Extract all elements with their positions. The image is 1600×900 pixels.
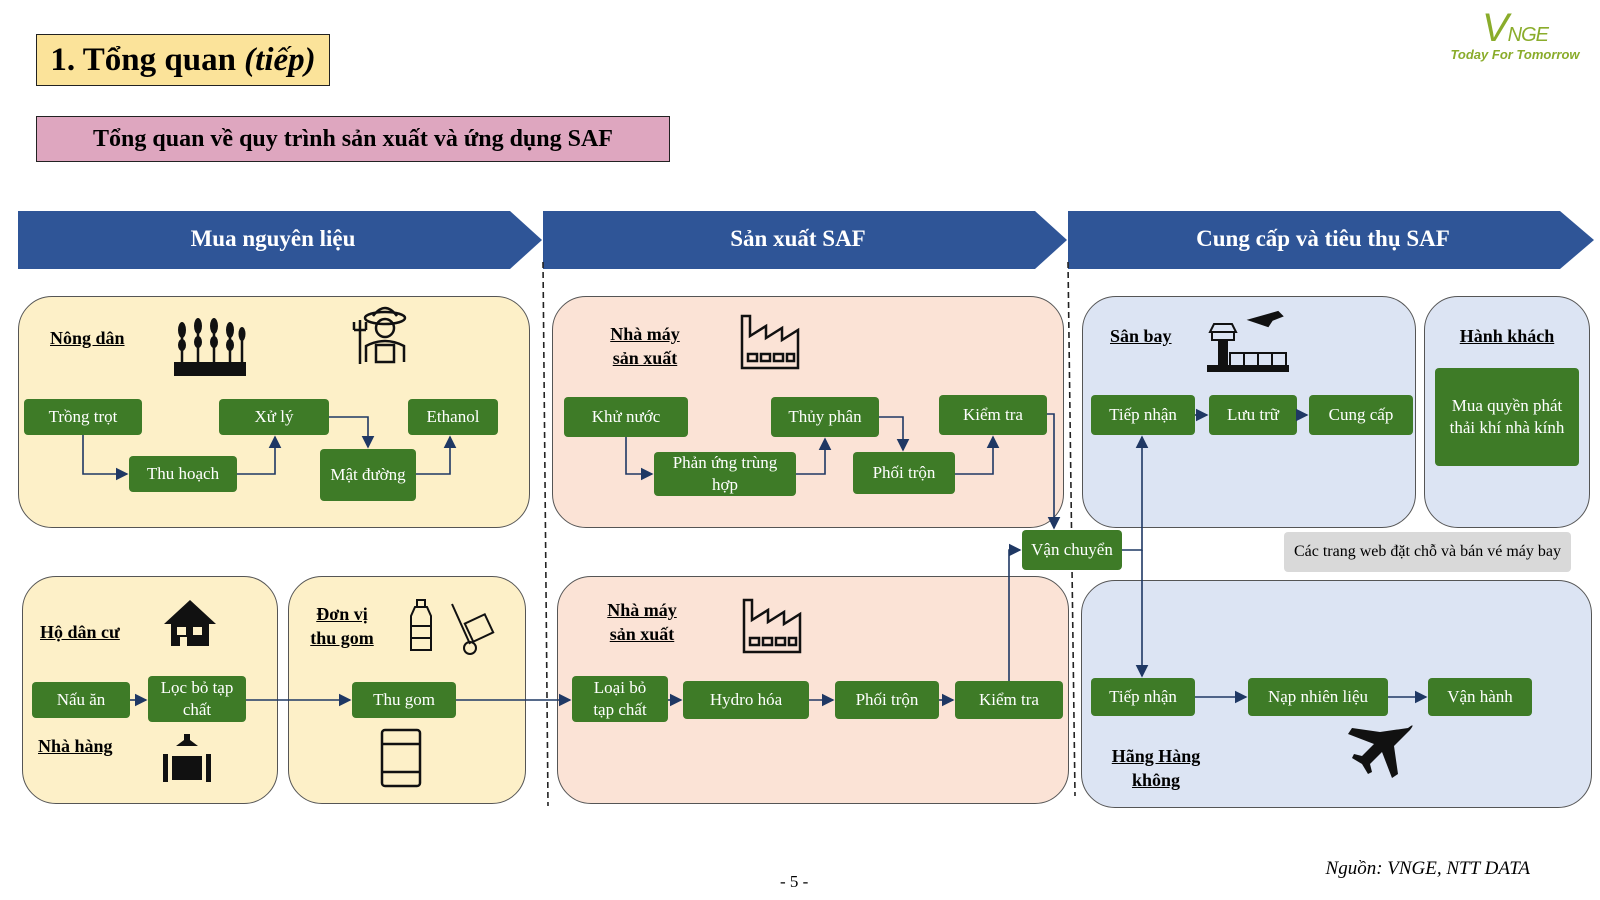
page-number: - 5 - — [780, 872, 809, 891]
arrow-kiem-van — [1047, 413, 1061, 530]
node-van-chuyen: Vận chuyển — [1022, 530, 1122, 570]
arrow-phan-thuy — [796, 437, 832, 475]
node-phan-ung: Phản ứng trùng hợp — [654, 452, 796, 496]
node-mat-duong: Mật đường — [320, 449, 416, 501]
node-khu-nuoc: Khử nước — [564, 397, 688, 437]
arrow-thuy-phoi — [879, 416, 910, 452]
slide-subtitle: Tổng quan về quy trình sản xuất và ứng d… — [36, 116, 670, 162]
node-thuy-phan: Thủy phân — [771, 397, 879, 437]
restaurant-table-icon — [163, 734, 211, 782]
arrow-xuly-mat — [329, 416, 375, 449]
slide-title: 1. Tổng quan (tiếp) — [36, 34, 330, 86]
chevron-stage-1 — [18, 211, 542, 269]
node-loc-bo-1: Lọc bỏ tạp chất — [148, 676, 246, 722]
node-phoi-tron-bottom: Phối trộn — [835, 681, 939, 719]
label-passenger: Hành khách — [1459, 326, 1555, 346]
airport-tower-icon — [1207, 310, 1289, 372]
booking-note: Các trang web đặt chỗ và bán vé máy bay — [1284, 532, 1571, 572]
arrow-trong-thu — [82, 435, 129, 481]
hand-truck-icon — [451, 603, 495, 655]
label-household: Hộ dân cư — [40, 622, 120, 642]
label-airport: Sân bay — [1110, 326, 1172, 346]
bottle-icon — [410, 599, 432, 651]
node-tiep-nhan-bottom: Tiếp nhận — [1091, 678, 1195, 716]
source-note: Nguồn: VNGE, NTT DATA — [1325, 858, 1530, 879]
node-loai-bo: Loại bỏ tạp chất — [572, 676, 668, 722]
title-italic: (tiếp) — [244, 41, 316, 78]
node-van-hanh: Vận hành — [1428, 678, 1532, 716]
arrow-thu-xuly — [237, 435, 282, 475]
separator-2 — [1067, 261, 1076, 797]
separator-1 — [542, 261, 549, 807]
barrel-icon — [380, 728, 422, 788]
airplane-icon — [1348, 725, 1413, 778]
chevron-stage-3 — [1068, 211, 1594, 269]
arrow-phoi-kiem — [955, 435, 1000, 475]
node-nap-nhien-lieu: Nạp nhiên liệu — [1248, 678, 1388, 716]
node-tiep-nhan-top: Tiếp nhận — [1091, 395, 1195, 435]
chevron-stage-2 — [543, 211, 1067, 269]
node-kiem-tra-top: Kiểm tra — [939, 395, 1047, 435]
node-xu-ly: Xử lý — [219, 399, 329, 435]
label-restaurant: Nhà hàng — [38, 736, 113, 756]
stage-label-2: Sản xuất SAF — [730, 226, 866, 251]
node-mua-quyen: Mua quyền phát thải khí nhà kính — [1435, 368, 1579, 466]
house-icon — [164, 600, 216, 646]
node-hydro-hoa: Hydro hóa — [683, 681, 809, 719]
arrow-mat-eth — [416, 435, 457, 475]
factory-icon — [742, 598, 802, 654]
node-phoi-tron-top: Phối trộn — [853, 452, 955, 494]
factory-icon — [740, 314, 800, 370]
label-farmer: Nông dân — [50, 328, 125, 348]
node-nau-an: Nấu ăn — [32, 682, 130, 718]
node-kiem-tra-bottom: Kiểm tra — [955, 681, 1063, 719]
stage-label-1: Mua nguyên liệu — [190, 226, 356, 251]
arrow-van-tiepnhan-top — [1122, 435, 1149, 551]
arrow-khu-phan — [625, 437, 654, 481]
node-trong-trot: Trồng trọt — [24, 399, 142, 435]
stage-label-3: Cung cấp và tiêu thụ SAF — [1196, 226, 1450, 251]
node-luu-tru: Lưu trữ — [1209, 395, 1297, 435]
node-thu-hoach: Thu hoạch — [129, 456, 237, 492]
node-cung-cap: Cung cấp — [1309, 395, 1413, 435]
node-ethanol: Ethanol — [408, 399, 498, 435]
farmer-icon — [352, 306, 407, 364]
title-main: 1. Tổng quan — [50, 41, 236, 78]
node-thu-gom: Thu gom — [352, 682, 456, 718]
logo-mark: VNGE — [1481, 6, 1549, 50]
logo-tagline: Today For Tomorrow — [1450, 47, 1580, 62]
vnge-logo: VNGE Today For Tomorrow — [1440, 6, 1590, 62]
arrow-kiem-van-b — [1008, 543, 1022, 681]
wheat-icon — [174, 318, 246, 376]
